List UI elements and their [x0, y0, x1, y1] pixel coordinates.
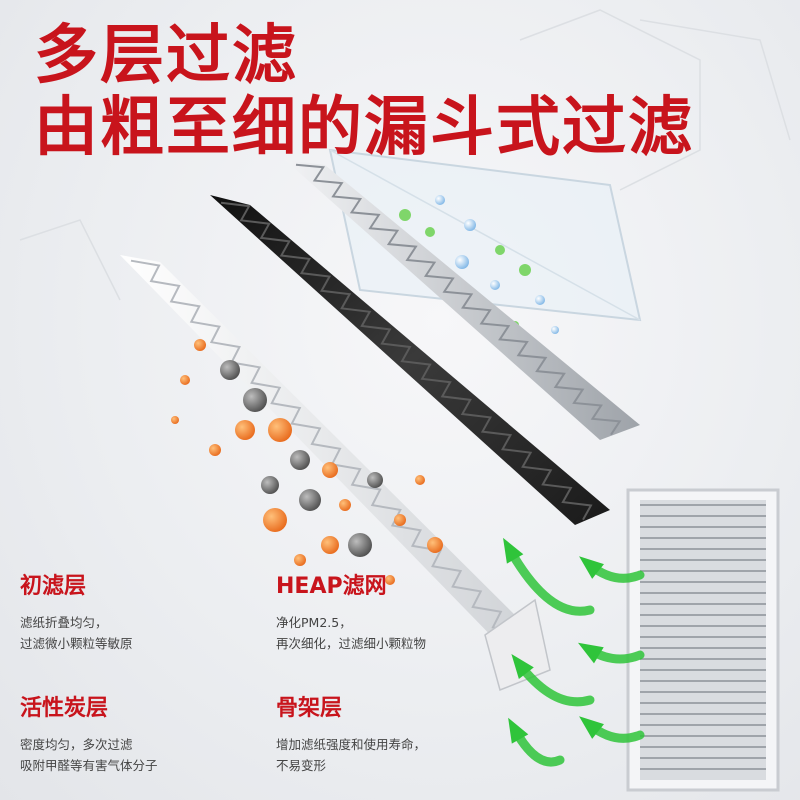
airflow-arrow-icon	[508, 717, 565, 767]
layer-desc-line: 滤纸折叠均匀，	[20, 615, 108, 630]
particle-icon	[171, 416, 179, 424]
layer-desc-line: 过滤微小颗粒等敏原	[20, 636, 133, 651]
activated-carbon-layer	[210, 195, 610, 525]
pollutant-particles	[171, 339, 443, 585]
particle-icon	[294, 554, 306, 566]
particle-icon	[299, 489, 321, 511]
layer-label-skeleton: 骨架层 增加滤纸强度和使用寿命， 不易变形	[276, 690, 426, 776]
airflow-arrow-icon	[577, 642, 645, 664]
particle-icon	[321, 536, 339, 554]
particle-icon	[322, 462, 338, 478]
layer-label-activated-carbon: 活性炭层 密度均匀，多次过滤 吸附甲醛等有害气体分子	[20, 690, 158, 776]
particle-icon	[194, 339, 206, 351]
background-pattern	[19, 9, 791, 301]
layer-desc: 滤纸折叠均匀， 过滤微小颗粒等敏原	[20, 612, 133, 654]
particle-icon	[263, 508, 287, 532]
airflow-arrows	[503, 537, 645, 767]
layer-desc-line: 增加滤纸强度和使用寿命，	[276, 737, 427, 752]
particle-icon	[243, 388, 267, 412]
particle-icon	[427, 537, 443, 553]
particle-icon	[348, 533, 372, 557]
layer-label-hepa: HEAP滤网 净化PM2.5， 再次细化，过滤细小颗粒物	[276, 568, 426, 654]
layer-desc-line: 密度均匀，多次过滤	[20, 737, 133, 752]
skeleton-layer	[328, 148, 642, 322]
particle-icon	[220, 360, 240, 380]
airflow-arrow-icon	[511, 653, 595, 707]
particle-icon	[268, 418, 292, 442]
particle-icon	[290, 450, 310, 470]
layer-desc-line: 不易变形	[276, 758, 327, 773]
hepa-layer	[285, 160, 640, 440]
layer-desc-line: 净化PM2.5，	[276, 615, 352, 630]
airflow-arrow-icon	[579, 556, 645, 583]
layer-title: HEAP滤网	[276, 574, 387, 599]
layer-desc: 净化PM2.5， 再次细化，过滤细小颗粒物	[276, 612, 426, 654]
headline-line-1: 多层过滤	[34, 19, 298, 93]
headline-line-2: 由粗至细的漏斗式过滤	[34, 91, 694, 165]
airflow-arrow-icon	[503, 537, 595, 616]
layer-title: 初滤层	[20, 574, 87, 599]
airflow-arrow-icon	[579, 716, 645, 743]
layer-desc: 密度均匀，多次过滤 吸附甲醛等有害气体分子	[20, 734, 158, 776]
layer-label-pre-filter: 初滤层 滤纸折叠均匀， 过滤微小颗粒等敏原	[20, 568, 133, 654]
particle-icon	[385, 575, 395, 585]
layer-desc-line: 再次细化，过滤细小颗粒物	[276, 636, 427, 651]
particle-icon	[415, 475, 425, 485]
filter-cartridge-icon	[626, 488, 780, 792]
particle-icon	[235, 420, 255, 440]
layer-desc-line: 吸附甲醛等有害气体分子	[20, 758, 158, 773]
particle-icon	[339, 499, 351, 511]
layer-title: 活性炭层	[20, 696, 109, 721]
particle-icon	[180, 375, 190, 385]
particle-icon	[209, 444, 221, 456]
particle-icon	[367, 472, 383, 488]
layer-title: 骨架层	[276, 696, 343, 721]
layer-desc: 增加滤纸强度和使用寿命， 不易变形	[276, 734, 426, 776]
particle-icon	[394, 514, 406, 526]
particle-icon	[261, 476, 279, 494]
